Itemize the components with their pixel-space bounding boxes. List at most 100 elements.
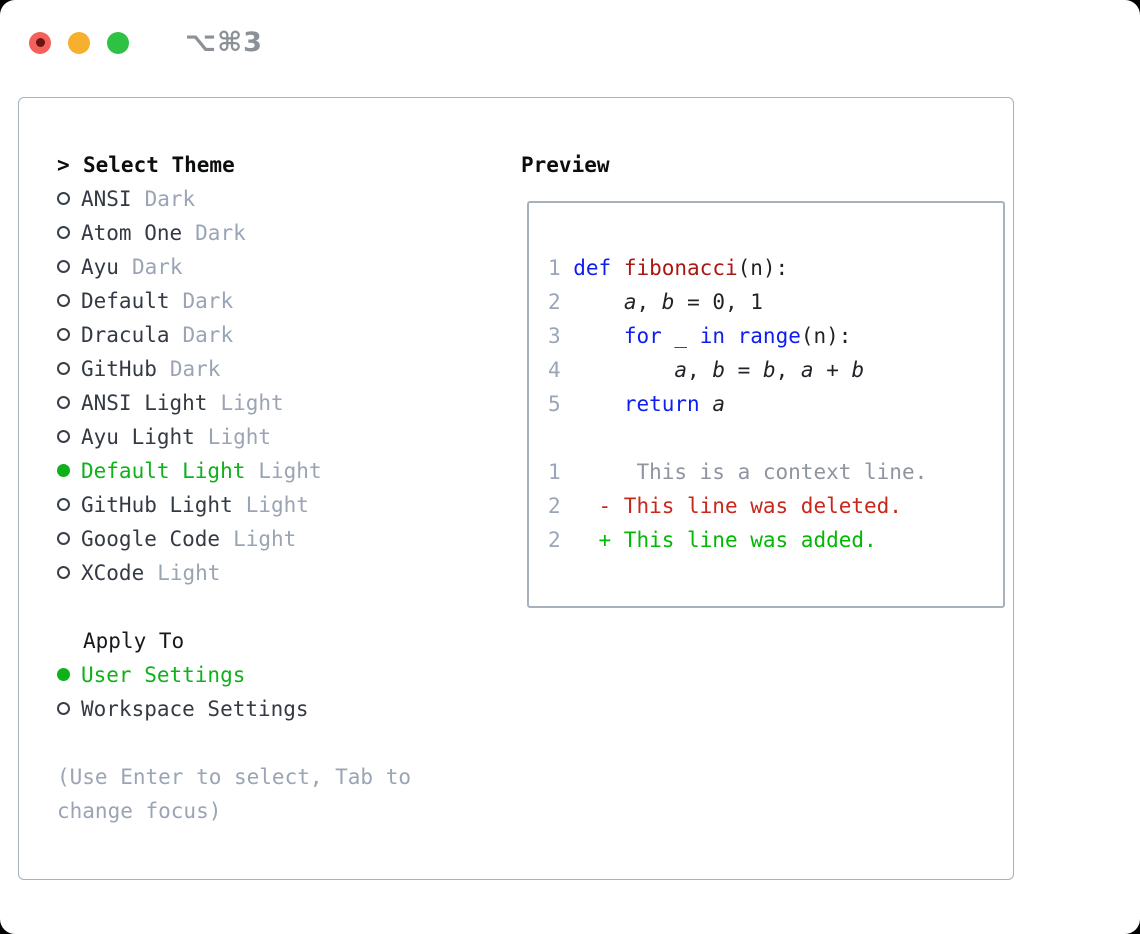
code-segment: ,: [636, 290, 662, 314]
cursor-icon: >: [57, 153, 70, 177]
radio-icon: [57, 192, 70, 205]
hint-text: (Use Enter to select, Tab to change focu…: [57, 765, 412, 823]
code-segment: [611, 256, 624, 280]
theme-option[interactable]: Default Light Light: [57, 454, 489, 488]
code-segment: def: [573, 256, 612, 280]
window-title-shortcut: ⌥⌘3: [185, 27, 263, 58]
code-segment: _: [661, 324, 700, 348]
theme-option[interactable]: ANSI Dark: [57, 182, 489, 216]
code-segment: [700, 392, 713, 416]
radio-icon: [57, 294, 70, 307]
code-segment: (n):: [737, 256, 789, 280]
theme-variant-label: Dark: [182, 323, 234, 347]
radio-selected-icon: [57, 668, 70, 681]
theme-name: Ayu: [81, 255, 119, 279]
theme-variant-label: Light: [157, 561, 221, 585]
code-segment: b: [851, 358, 865, 382]
line-number: 4: [548, 358, 561, 382]
apply-option[interactable]: Workspace Settings: [57, 692, 489, 726]
line-content: a, b = b, a + b: [573, 358, 864, 382]
code-segment: [573, 324, 624, 348]
code-segment: This is a context line.: [573, 460, 928, 484]
theme-variant-label: Dark: [144, 187, 196, 211]
radio-icon: [57, 702, 70, 715]
line-content: return a: [573, 392, 725, 416]
close-dot-icon: [35, 38, 45, 47]
code-segment: b: [762, 358, 776, 382]
select-theme-label: Select Theme: [83, 153, 235, 177]
theme-name: GitHub: [81, 357, 157, 381]
code-segment: return: [623, 392, 700, 416]
line-number: 2: [548, 290, 561, 314]
code-segment: range: [737, 324, 801, 348]
theme-name: GitHub Light: [81, 493, 233, 517]
theme-option[interactable]: GitHub Light Light: [57, 488, 489, 522]
zoom-button[interactable]: [107, 31, 129, 54]
code-segment: [573, 358, 674, 382]
code-segment: a: [623, 290, 637, 314]
theme-name: Dracula: [81, 323, 170, 347]
theme-name: Default Light: [81, 459, 246, 483]
code-segment: +: [813, 358, 852, 382]
spacer: [57, 590, 489, 624]
theme-name: Google Code: [81, 527, 221, 551]
theme-variant-label: Light: [207, 425, 272, 449]
preview-header: Preview: [521, 153, 610, 177]
line-content: def fibonacci(n):: [573, 256, 788, 280]
preview-line: 1 This is a context line.: [548, 455, 1003, 489]
theme-variant-label: Dark: [182, 289, 234, 313]
close-button[interactable]: [29, 31, 51, 54]
radio-selected-icon: [57, 464, 70, 477]
theme-name: ANSI: [81, 187, 132, 211]
theme-variant-label: Light: [220, 391, 284, 415]
theme-name: XCode: [81, 561, 145, 585]
theme-option[interactable]: XCode Light: [57, 556, 489, 590]
line-content: This is a context line.: [573, 460, 927, 484]
line-number: 1: [548, 460, 561, 484]
code-segment: fibonacci: [623, 256, 738, 280]
preview-line: 5 return a: [548, 387, 1003, 421]
code-segment: [573, 290, 624, 314]
line-content: + This line was added.: [573, 528, 877, 552]
line-number: 2: [548, 528, 561, 552]
apply-option-label: User Settings: [81, 663, 246, 687]
preview-line: 3 for _ in range(n):: [548, 319, 1003, 353]
code-segment: ,: [687, 358, 713, 382]
theme-variant-label: Light: [258, 459, 322, 483]
select-theme-header: > Select Theme: [57, 148, 489, 182]
code-segment: =: [725, 358, 763, 382]
titlebar: ⌥⌘3: [29, 27, 263, 58]
radio-icon: [57, 260, 70, 273]
apply-option[interactable]: User Settings: [57, 658, 489, 692]
minimize-button[interactable]: [68, 31, 90, 54]
radio-icon: [57, 498, 70, 511]
code-segment: b: [661, 290, 675, 314]
theme-option[interactable]: Dracula Dark: [57, 318, 489, 352]
code-segment: (n):: [800, 324, 852, 348]
code-segment: for: [623, 324, 662, 348]
code-segment: b: [712, 358, 725, 382]
radio-icon: [57, 328, 70, 341]
theme-name: ANSI Light: [81, 391, 208, 415]
theme-variant-label: Light: [245, 493, 309, 517]
theme-variant-label: Light: [233, 527, 297, 551]
radio-icon: [57, 566, 70, 579]
preview-line: 4 a, b = b, a + b: [548, 353, 1003, 387]
line-content: - This line was deleted.: [573, 494, 902, 518]
theme-option[interactable]: Google Code Light: [57, 522, 489, 556]
code-segment: ,: [775, 358, 801, 382]
apply-to-header: Apply To: [83, 629, 185, 653]
theme-option[interactable]: ANSI Light Light: [57, 386, 489, 420]
